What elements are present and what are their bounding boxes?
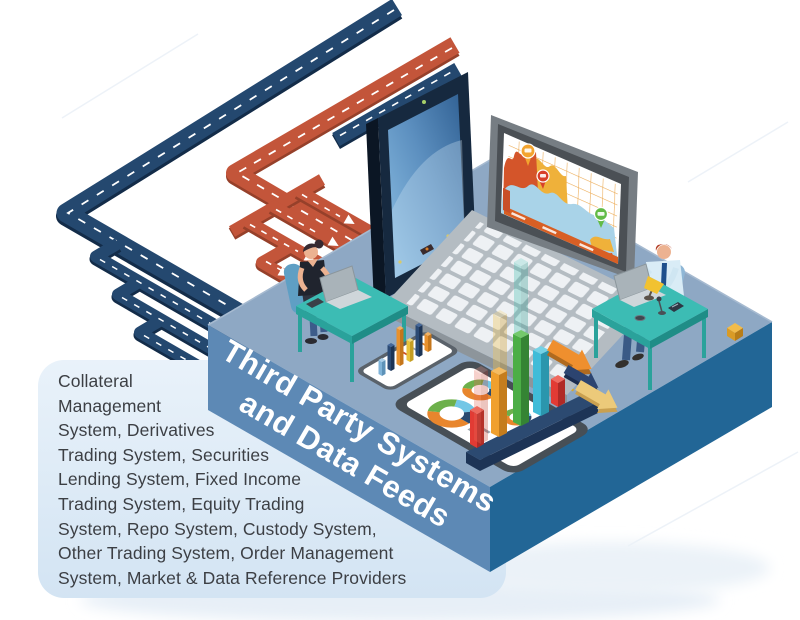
man-at-desk [592,244,708,390]
tablet-speaker-dot-left [398,260,402,264]
tablet-screen [388,94,465,278]
microphone [656,296,666,315]
chart-axis-strip [503,188,510,213]
man-head [657,245,671,259]
bar-chart-base [466,394,598,471]
tablet-camera-icon [422,100,426,104]
desk-legs [594,315,706,390]
bar-cyan [533,346,549,416]
map-pin-markers [520,143,609,228]
woman-shoe [305,338,317,344]
platform-left-face [208,325,490,572]
woman-arm [297,267,308,292]
platform-right-face [490,322,772,572]
mini-3d-bars [378,323,432,376]
gold-cube [727,323,743,341]
donut-chart-large [427,399,477,428]
red-road-main [226,37,460,260]
man-tie [661,263,667,286]
laptop-with-area-chart [384,115,655,405]
man-shoe [615,360,629,368]
desk-phone [668,302,684,312]
man-shoe [632,353,644,361]
arrow-orange-icon [547,339,592,371]
ghost-column-red [474,366,488,444]
3d-flow-arrows [547,339,618,414]
arrow-navy-icon [563,364,599,389]
red-road-branches [228,174,374,319]
standing-3d-bar-chart [466,258,598,471]
ground-shadow-right [450,542,770,594]
bar-yellow [491,367,507,437]
tablet-home-dot [425,247,429,251]
bar-red-small [551,375,565,407]
navy-road-main [56,0,403,338]
desk-lamp [644,276,664,301]
notebook [306,298,324,308]
laptop-keyboard [404,222,636,380]
bar-red [470,406,484,448]
laptop-screen-unit [487,115,638,280]
navy-road-behind-tablet [332,62,462,149]
donut-chart-medium [462,379,499,401]
woman-at-desk [283,239,408,382]
red-data-road-network [226,37,460,319]
woman-shoe [317,334,329,340]
woman-hair-bun [314,239,324,249]
smartphone-with-3d-bar-chart [358,323,458,390]
woman-laptop [319,265,372,309]
lamp-head [644,276,664,294]
chart-footer-text-marks [511,212,594,252]
faint-hairline [61,33,799,547]
speaker-puck [634,315,646,321]
systems-list: Collateral Management System, Derivative… [58,371,407,588]
tablet-side-face [366,118,386,304]
bar-green [513,330,529,426]
chart-footer-bar [504,206,618,264]
arrow-yellow-icon [575,380,618,410]
